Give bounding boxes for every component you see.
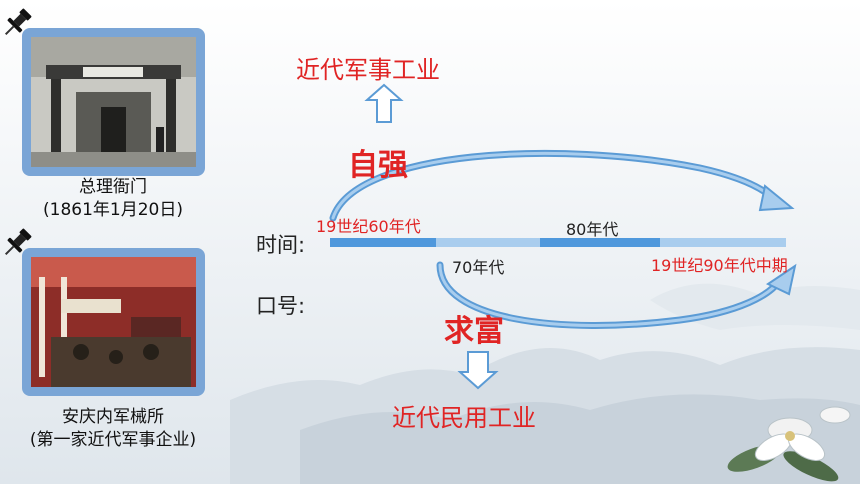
bottom-result-text: 近代民用工业 — [392, 404, 536, 432]
timeline-segment-2 — [436, 238, 540, 247]
timeline-mark-1870s: 70年代 — [452, 258, 505, 277]
caption-anqing-arsenal-line1: 安庆内军械所 — [62, 407, 164, 427]
bottom-slogan-text: 求富 — [444, 314, 504, 349]
photo-card-anqing-arsenal — [22, 248, 205, 396]
flower-decoration — [727, 406, 851, 482]
caption-zongli-yamen-line2: (1861年1月20日) — [43, 200, 183, 220]
timeline-segment-3 — [540, 238, 660, 247]
anqing-arsenal-photo — [31, 257, 196, 387]
timeline-mark-1890s: 19世纪90年代中期 — [651, 256, 788, 275]
zongli-yamen-photo — [31, 37, 196, 167]
lower-arrowhead-icon — [765, 263, 797, 296]
down-arrow-icon — [457, 351, 499, 390]
top-result-text: 近代军事工业 — [296, 56, 440, 84]
caption-zongli-yamen: 总理衙门 (1861年1月20日) — [0, 176, 226, 222]
timeline-mark-1860s: 19世纪60年代 — [316, 217, 421, 236]
pushpin-icon — [4, 228, 32, 256]
caption-anqing-arsenal: 安庆内军械所 (第一家近代军事企业) — [0, 406, 226, 452]
photo-card-zongli-yamen — [22, 28, 205, 176]
pushpin-icon — [4, 8, 32, 36]
slogan-label: 口号: — [256, 294, 306, 318]
caption-zongli-yamen-line1: 总理衙门 — [79, 177, 147, 197]
upper-arrowhead-icon — [758, 184, 795, 212]
timeline-segment-1 — [330, 238, 436, 247]
time-label: 时间: — [256, 233, 306, 257]
timeline-mark-1880s: 80年代 — [566, 220, 619, 239]
timeline-segment-4 — [660, 238, 786, 247]
caption-anqing-arsenal-line2: (第一家近代军事企业) — [29, 430, 197, 450]
top-slogan-text: 自强 — [348, 148, 408, 183]
up-arrow-icon — [364, 83, 404, 123]
